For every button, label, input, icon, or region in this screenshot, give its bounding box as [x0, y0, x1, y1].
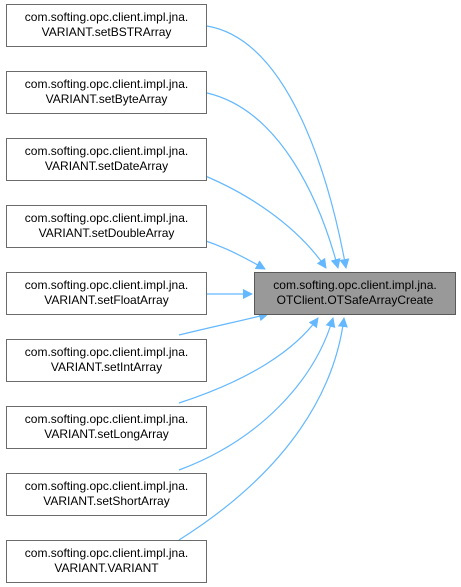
target-method: OTClient.OTSafeArrayCreate — [276, 293, 434, 307]
caller-node-VARIANT[interactable]: com.softing.opc.client.impl.jna. VARIANT… — [6, 540, 207, 583]
caller-method: VARIANT.VARIANT — [54, 561, 159, 575]
caller-package: com.softing.opc.client.impl.jna. — [24, 278, 189, 292]
edge-VARIANT — [178, 317, 348, 541]
caller-package: com.softing.opc.client.impl.jna. — [24, 546, 189, 560]
caller-package: com.softing.opc.client.impl.jna. — [24, 10, 189, 24]
caller-node-setIntArray[interactable]: com.softing.opc.client.impl.jna. VARIANT… — [6, 339, 207, 382]
caller-method: VARIANT.setDoubleArray — [38, 226, 175, 240]
caller-package: com.softing.opc.client.impl.jna. — [24, 479, 189, 493]
caller-node-setFloatArray[interactable]: com.softing.opc.client.impl.jna. VARIANT… — [6, 272, 207, 315]
caller-package: com.softing.opc.client.impl.jna. — [24, 77, 189, 91]
caller-method: VARIANT.setLongArray — [44, 427, 169, 441]
edge-setShortArray — [178, 317, 336, 471]
caller-method: VARIANT.setBSTRArray — [41, 25, 172, 39]
caller-package: com.softing.opc.client.impl.jna. — [24, 345, 189, 359]
target-package: com.softing.opc.client.impl.jna. — [273, 278, 437, 292]
caller-method: VARIANT.setShortArray — [43, 494, 170, 508]
caller-package: com.softing.opc.client.impl.jna. — [24, 144, 189, 158]
caller-node-setLongArray[interactable]: com.softing.opc.client.impl.jna. VARIANT… — [6, 406, 207, 449]
target-node-OTSafeArrayCreate[interactable]: com.softing.opc.client.impl.jna. OTClien… — [254, 272, 456, 315]
edge-setLongArray — [178, 317, 319, 404]
caller-method: VARIANT.setIntArray — [50, 360, 163, 374]
caller-node-setDateArray[interactable]: com.softing.opc.client.impl.jna. VARIANT… — [6, 138, 207, 181]
edge-setIntArray — [178, 311, 269, 336]
caller-package: com.softing.opc.client.impl.jna. — [24, 412, 189, 426]
edge-setBSTRArray — [206, 25, 350, 269]
caller-node-setByteArray[interactable]: com.softing.opc.client.impl.jna. VARIANT… — [6, 71, 207, 114]
caller-node-setBSTRArray[interactable]: com.softing.opc.client.impl.jna. VARIANT… — [6, 4, 207, 47]
caller-method: VARIANT.setDateArray — [44, 159, 169, 173]
caller-node-setDoubleArray[interactable]: com.softing.opc.client.impl.jna. VARIANT… — [6, 205, 207, 248]
edge-setByteArray — [206, 92, 341, 269]
caller-method: VARIANT.setByteArray — [45, 92, 168, 106]
caller-method: VARIANT.setFloatArray — [44, 293, 169, 307]
caller-node-setShortArray[interactable]: com.softing.opc.client.impl.jna. VARIANT… — [6, 473, 207, 516]
caller-package: com.softing.opc.client.impl.jna. — [24, 211, 189, 225]
